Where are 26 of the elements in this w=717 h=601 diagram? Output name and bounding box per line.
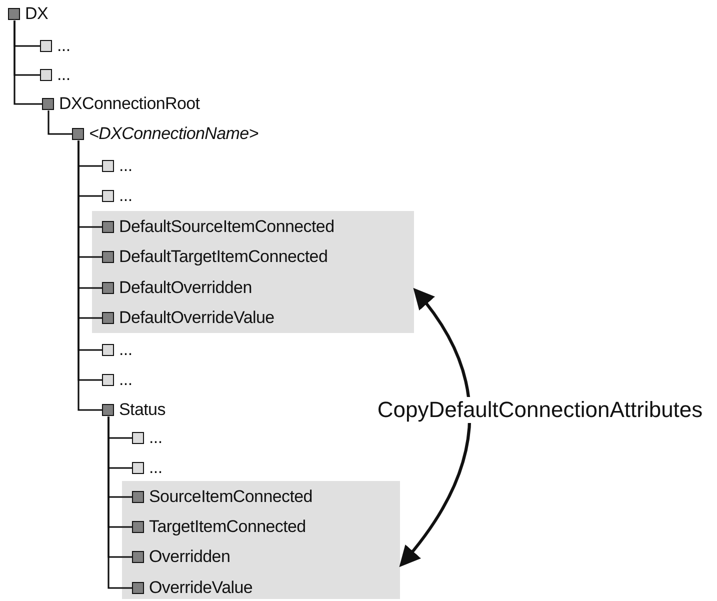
tree-node-label: ... [119,340,132,360]
tree-node-label: OverrideValue [149,578,253,598]
tree-node-label: ... [119,156,132,176]
tree-node-label: DXConnectionRoot [59,94,200,114]
highlight-band [92,211,414,333]
tree-node-label: Status [119,400,166,420]
tree-node-label: DefaultTargetItemConnected [119,247,328,267]
tree-node-label: TargetItemConnected [149,517,306,537]
tree-connector [48,110,72,135]
tree-node-label: DefaultOverrideValue [119,308,274,328]
tree-node-label: <DXConnectionName> [89,124,258,144]
highlight-band [122,481,400,599]
tree-node-label: SourceItemConnected [149,487,312,507]
tree-node-label: Overridden [149,547,230,567]
tree-connector [14,20,42,105]
tree-node-label: ... [119,370,132,390]
tree-node-label: ... [149,458,162,478]
tree-node-label: DX [25,4,48,24]
curved-arrow [399,288,471,568]
tree-connector [108,416,132,589]
tree-node-label: DefaultOverridden [119,278,252,298]
tree-node-label: ... [149,428,162,448]
tree-node-label: ... [119,186,132,206]
tree-node-label: ... [57,65,70,85]
tree-node-label: ... [57,36,70,56]
tree-node-label: DefaultSourceItemConnected [119,217,334,237]
